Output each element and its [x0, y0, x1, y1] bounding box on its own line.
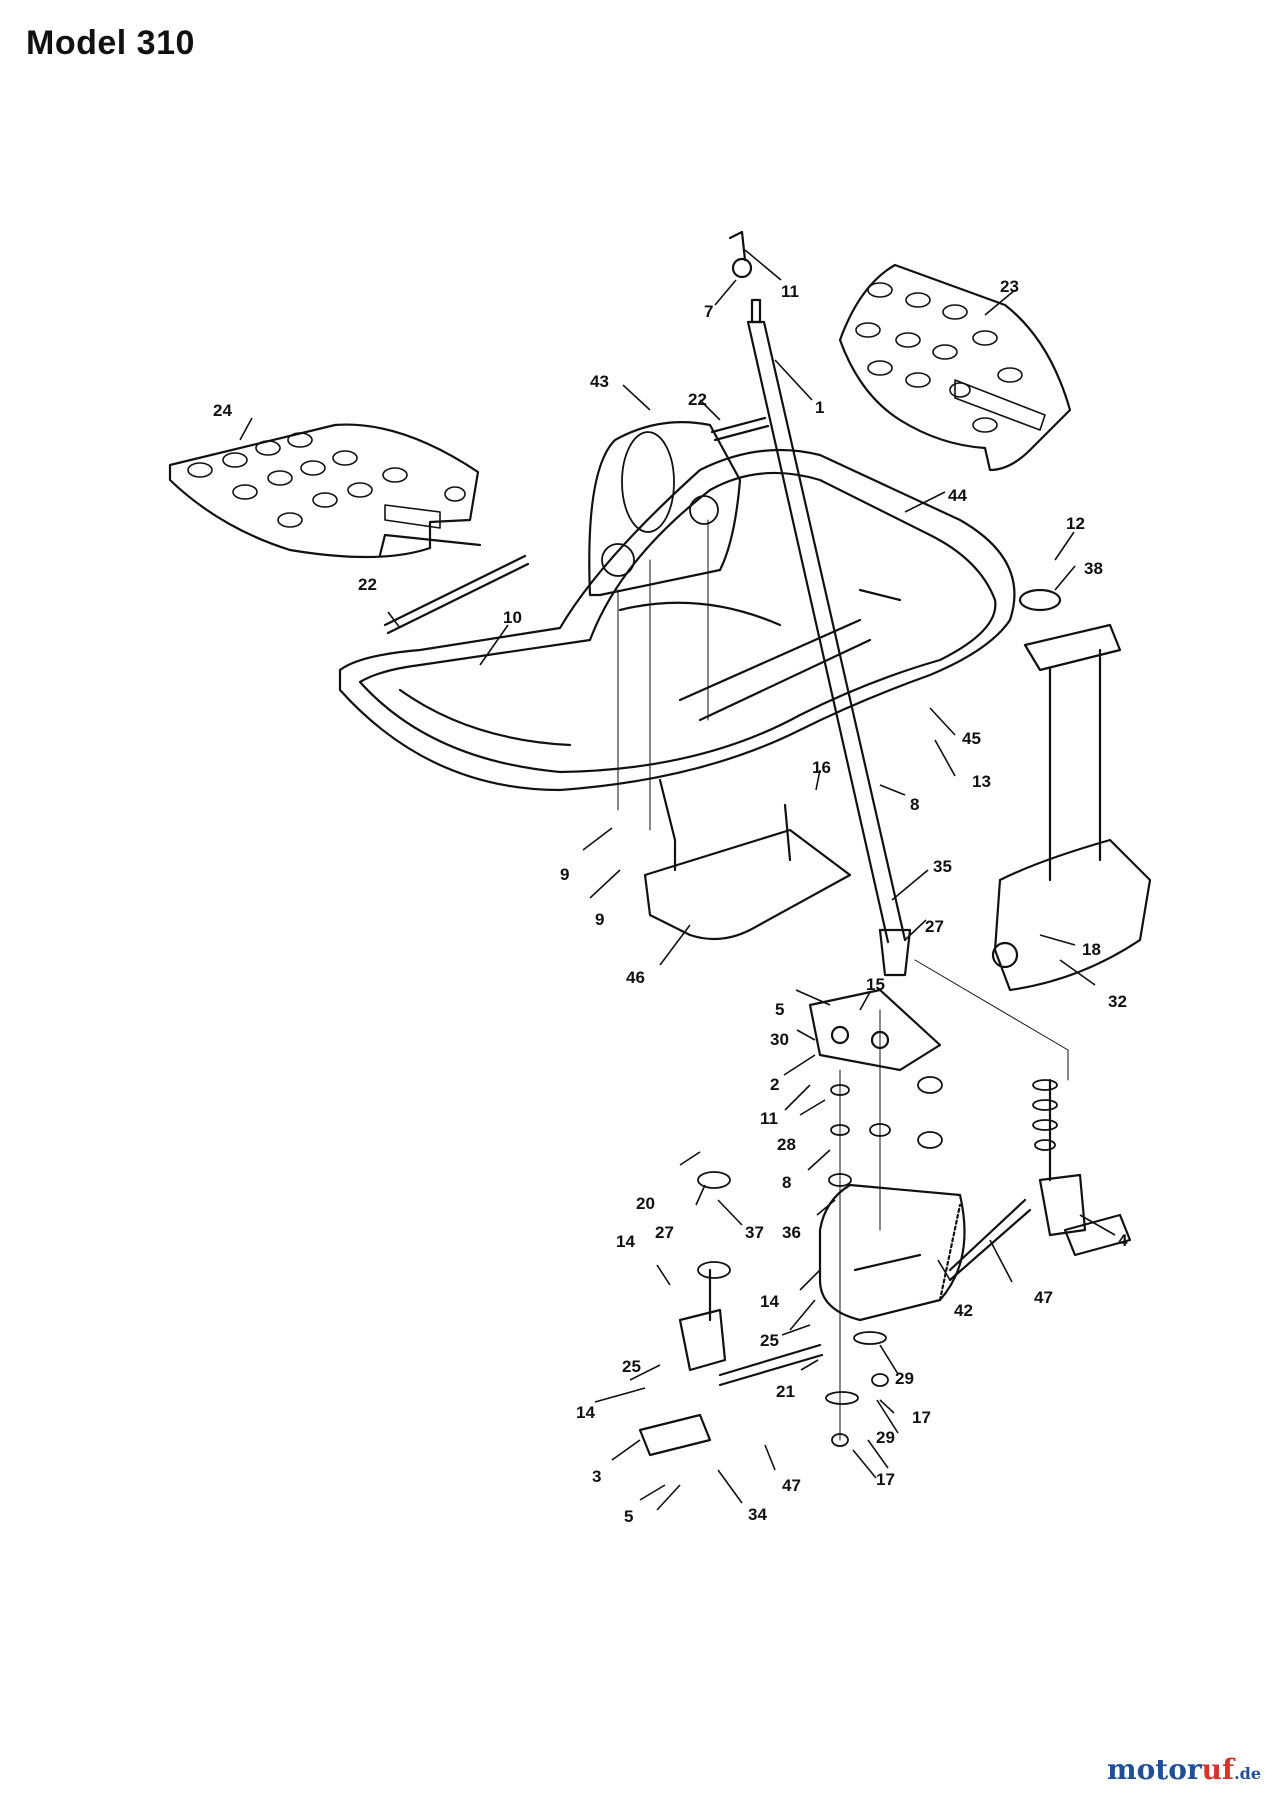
callout-label: 22 [358, 575, 377, 594]
console-43 [588, 421, 742, 597]
callout-label: 2 [770, 1075, 779, 1094]
support-column [991, 588, 1152, 992]
callout-label: 29 [876, 1428, 895, 1447]
callout-label: 46 [626, 968, 645, 987]
callout-label: 10 [503, 608, 522, 627]
callout-label: 5 [775, 1000, 784, 1019]
callout-label: 8 [782, 1173, 791, 1192]
callout-label: 16 [812, 758, 831, 777]
callout-label: 30 [770, 1030, 789, 1049]
callout-label: 9 [595, 910, 604, 929]
callout-label: 14 [616, 1232, 635, 1251]
sector-gear [818, 1183, 966, 1322]
callout-label: 45 [962, 729, 981, 748]
strip-lower [383, 554, 530, 635]
callout-label: 18 [1082, 940, 1101, 959]
centre-lines [617, 519, 1069, 1441]
bracket-46 [643, 778, 852, 941]
callout-labels: 11 7 23 1 43 22 24 44 12 38 22 10 45 13 … [213, 277, 1128, 1526]
callout-label: 4 [1118, 1231, 1128, 1250]
steering-plate [808, 988, 942, 1072]
callout-label: 43 [590, 372, 609, 391]
callout-label: 28 [777, 1135, 796, 1154]
callout-label: 35 [933, 857, 952, 876]
callout-label: 44 [948, 486, 967, 505]
callout-label: 8 [910, 795, 919, 814]
callout-label: 23 [1000, 277, 1019, 296]
tie-rod-right [948, 1198, 1032, 1282]
callout-label: 17 [876, 1470, 895, 1489]
hardware-stack [697, 1076, 1058, 1447]
pan-body [338, 448, 1016, 792]
brand-name-part: uf [1201, 1753, 1235, 1786]
page-title: Model 310 [26, 24, 195, 62]
spindle-right [1038, 1078, 1132, 1257]
callout-label: 25 [760, 1331, 779, 1350]
leader-lines [239, 249, 1116, 1511]
callout-label: 27 [925, 917, 944, 936]
callout-label: 25 [622, 1357, 641, 1376]
callout-label: 15 [866, 975, 885, 994]
callout-label: 38 [1084, 559, 1103, 578]
callout-label: 7 [704, 302, 713, 321]
callout-label: 36 [782, 1223, 801, 1242]
callout-label: 5 [624, 1507, 633, 1526]
callout-label: 20 [636, 1194, 655, 1213]
brand-name-part: motor [1106, 1753, 1202, 1786]
callout-label: 12 [1066, 514, 1085, 533]
footplate-left [168, 423, 482, 559]
callout-label: 17 [912, 1408, 931, 1427]
callout-label: 13 [972, 772, 991, 791]
callout-label: 22 [688, 390, 707, 409]
callout-label: 14 [760, 1292, 779, 1311]
callout-label: 37 [745, 1223, 764, 1242]
brand-logo: motoruf.de [1107, 1753, 1261, 1786]
steering-column [728, 230, 912, 977]
callout-label: 32 [1108, 992, 1127, 1011]
spindle-left [638, 1268, 727, 1457]
callout-label: 47 [1034, 1288, 1053, 1307]
tie-rod-left [718, 1343, 824, 1387]
brand-tld: .de [1234, 1764, 1261, 1783]
footplate-right [838, 263, 1072, 472]
strip-upper [710, 416, 770, 442]
callout-label: 21 [776, 1382, 795, 1401]
callout-label: 11 [760, 1109, 778, 1128]
callout-label: 34 [748, 1505, 767, 1524]
callout-label: 27 [655, 1223, 674, 1242]
callout-label: 42 [954, 1301, 973, 1320]
callout-label: 47 [782, 1476, 801, 1495]
callout-label: 24 [213, 401, 232, 420]
callout-label: 9 [560, 865, 569, 884]
callout-label: 14 [576, 1403, 595, 1422]
callout-label: 1 [815, 398, 824, 417]
callout-label: 11 [781, 282, 799, 301]
callout-label: 3 [592, 1467, 601, 1486]
callout-label: 29 [895, 1369, 914, 1388]
